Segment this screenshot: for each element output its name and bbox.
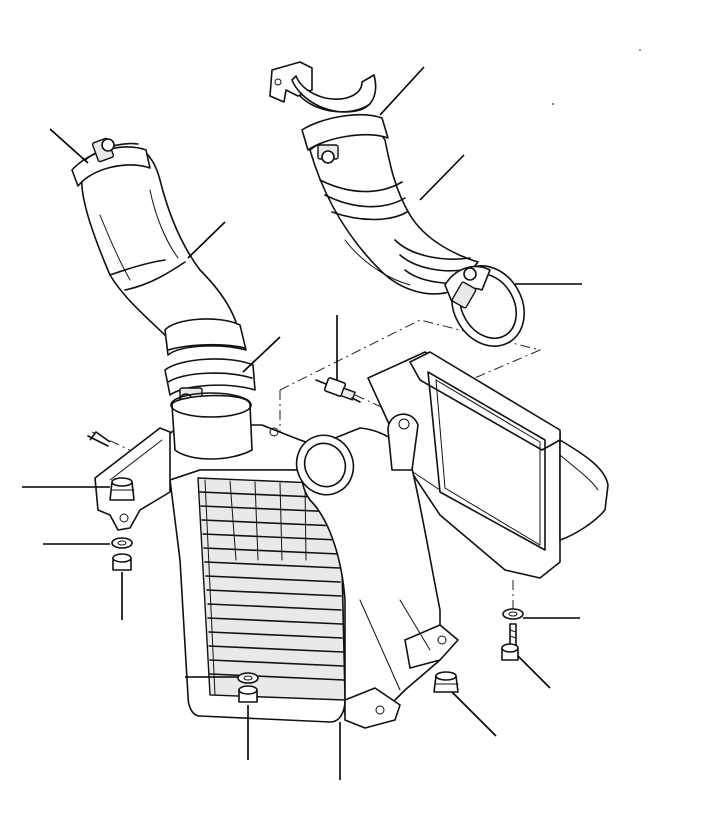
leader-upper-left-clamp	[49, 128, 89, 164]
nut-right	[501, 643, 519, 661]
washer-right	[502, 608, 524, 620]
temperature-sensor	[315, 377, 361, 403]
nut-left	[112, 553, 132, 571]
speck	[639, 49, 641, 51]
left-charge-air-hose	[71, 137, 256, 407]
leader-left-lower-clamp	[242, 336, 281, 373]
cooling-fins	[199, 479, 345, 696]
intercooler	[144, 392, 459, 729]
rubber-mount-left	[109, 477, 135, 501]
nut-bottom	[238, 685, 258, 703]
intercooler-air-duct	[367, 351, 609, 579]
leader-right-rubber-mount	[451, 691, 497, 737]
callout-leaders	[22, 66, 582, 780]
right-charge-air-hose	[269, 61, 525, 347]
leader-right-upper-clamp	[379, 66, 425, 116]
washer-left	[111, 537, 133, 549]
speck	[552, 103, 554, 105]
mounting-bracket	[87, 427, 171, 531]
leader-right-hose	[419, 154, 465, 201]
leader-right-nut	[517, 655, 551, 689]
washer-bottom	[237, 672, 259, 684]
leader-left-hose	[187, 221, 226, 259]
bolt-right	[509, 623, 517, 646]
rubber-mount-right	[433, 671, 459, 693]
